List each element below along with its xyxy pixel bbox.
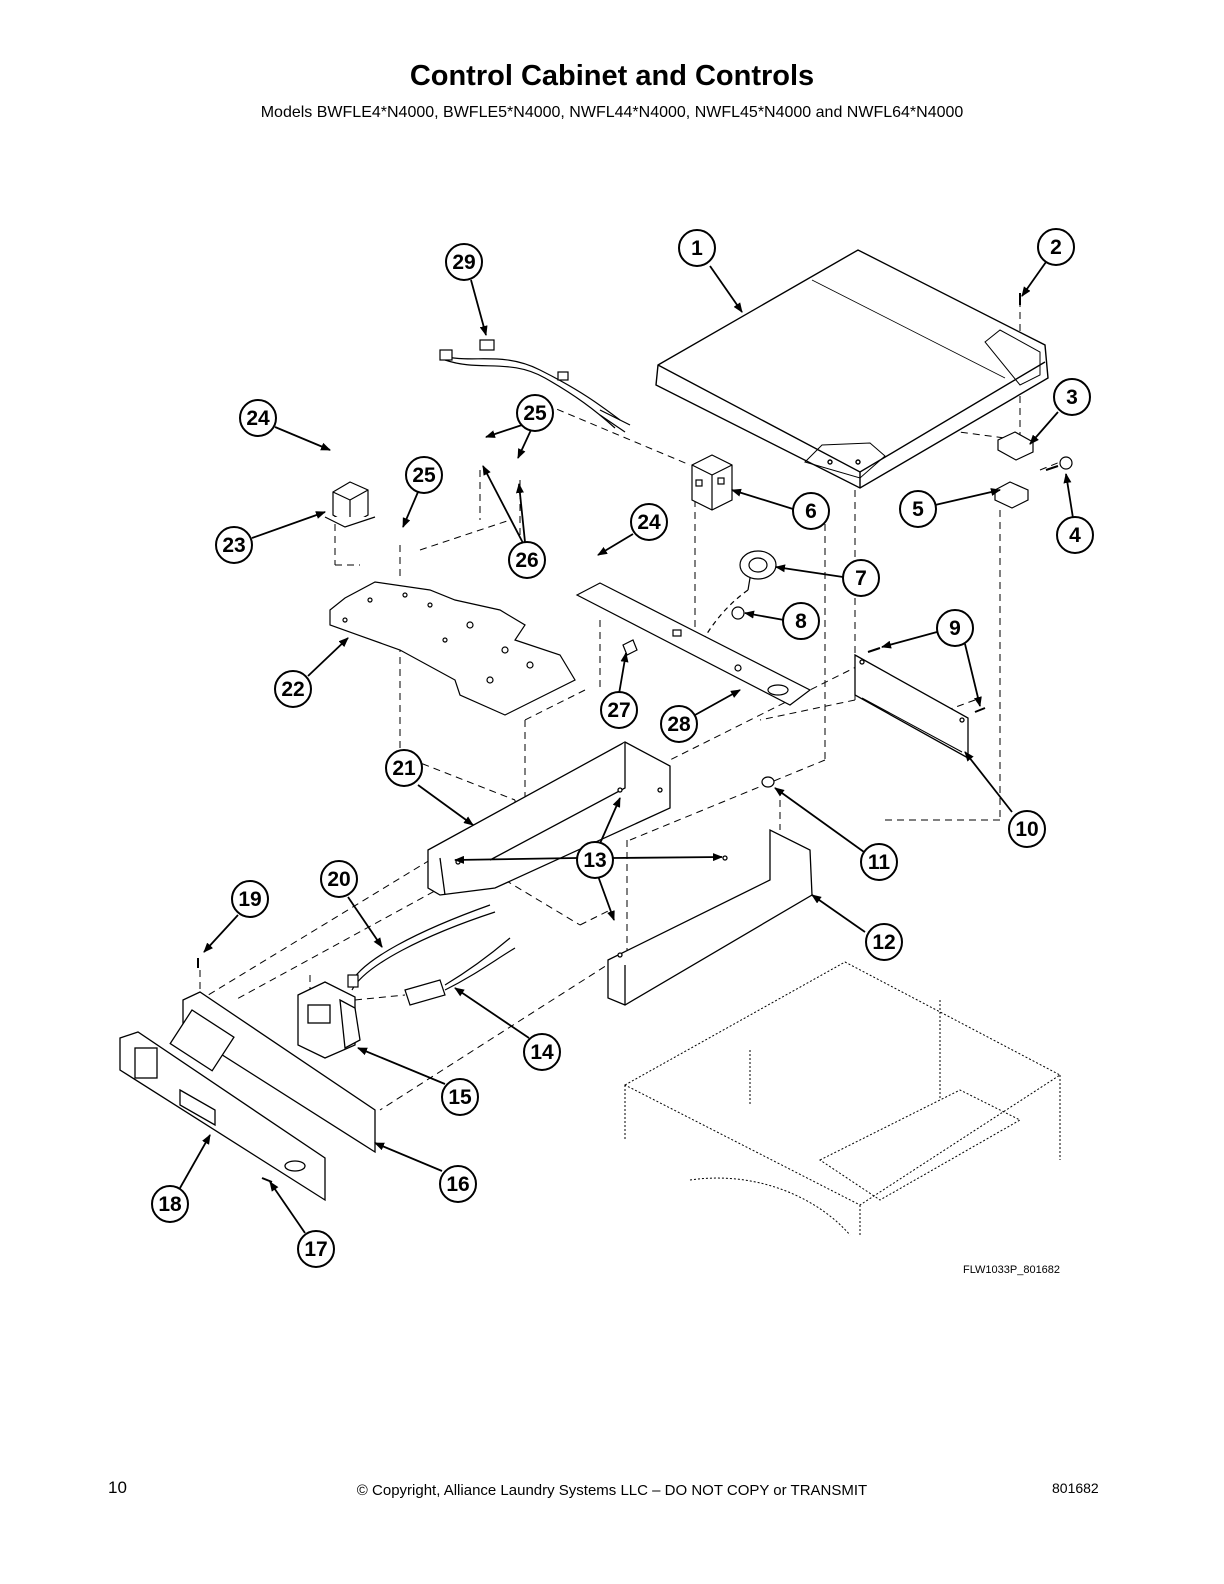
grommet-part [761,776,775,788]
mounting-plate-part [329,581,576,716]
callout-13: 13 [576,841,614,879]
control-bracket-plate-part [575,582,812,706]
callout-24a-label: 24 [246,407,270,430]
callout-1: 1 [678,229,716,267]
control-panel-part [169,991,376,1154]
callout-9: 9 [936,609,974,647]
callout-leader-lines [179,261,1074,1234]
callout-26-label: 26 [515,549,538,572]
callout-19: 19 [231,880,269,918]
contactor-part [691,454,733,511]
callout-23: 23 [215,526,253,564]
callout-6: 6 [792,492,830,530]
callout-5: 5 [899,490,937,528]
callout-16: 16 [439,1165,477,1203]
callout-24a: 24 [239,399,277,437]
callout-13-label: 13 [583,849,606,872]
callout-17: 17 [297,1230,335,1268]
callout-18: 18 [151,1185,189,1223]
callout-14-label: 14 [530,1041,554,1064]
callout-12: 12 [865,923,903,961]
page-number: 10 [108,1478,127,1497]
callout-28-label: 28 [667,713,691,736]
callout-22-label: 22 [281,678,304,701]
callout-21: 21 [385,749,423,787]
washer-cabinet-outline [623,961,1061,1236]
callout-7: 7 [842,559,880,597]
callout-5-label: 5 [912,498,924,521]
document-number: 801682 [1052,1480,1099,1496]
callout-2: 2 [1037,228,1075,266]
callout-25b-label: 25 [412,464,436,487]
callout-10: 10 [1008,810,1046,848]
callout-21-label: 21 [392,757,416,780]
callout-15: 15 [441,1078,479,1116]
callout-3-label: 3 [1066,386,1078,409]
control-overlay-part [119,958,326,1202]
transformer-part [324,481,376,528]
callout-4: 4 [1056,516,1094,554]
callout-12-label: 12 [872,931,895,954]
hardware-parts-right [994,293,1073,509]
callout-23-label: 23 [222,534,245,557]
console-frame-right-part [607,828,813,1006]
callout-11-label: 11 [868,851,891,874]
callout-29: 29 [445,243,483,281]
callout-11: 11 [860,843,898,881]
callout-22: 22 [274,670,312,708]
callout-15-label: 15 [448,1086,472,1109]
callout-17-label: 17 [304,1238,327,1261]
pressure-switch-part [694,550,777,656]
control-board-part [297,981,361,1059]
callout-4-label: 4 [1069,524,1081,547]
side-bracket-part [854,647,986,760]
drawing-id: FLW1033P_801682 [963,1264,1061,1276]
callouts: 1 2 3 4 5 6 7 8 9 10 11 12 13 14 15 16 1… [151,228,1094,1268]
callout-2-label: 2 [1050,236,1062,259]
callout-8: 8 [782,602,820,640]
callout-27: 27 [600,691,638,729]
callout-7-label: 7 [855,567,867,590]
callout-24b: 24 [630,503,668,541]
copyright-notice: © Copyright, Alliance Laundry Systems LL… [356,1482,868,1499]
callout-25a-label: 25 [523,402,547,425]
callout-25b: 25 [405,456,443,494]
callout-29-label: 29 [452,251,475,274]
callout-28: 28 [660,705,698,743]
callout-10-label: 10 [1015,818,1038,841]
page-subtitle: Models BWFLE4*N4000, BWFLE5*N4000, NWFL4… [260,104,964,121]
callout-25a: 25 [516,394,554,432]
wiring-harness-part [439,339,631,433]
callout-14: 14 [523,1033,561,1071]
callout-16-label: 16 [446,1173,469,1196]
sensor-harness-part [347,904,516,1006]
callout-19-label: 19 [238,888,261,911]
callout-24b-label: 24 [637,511,661,534]
callout-20-label: 20 [327,868,350,891]
callout-26: 26 [508,541,546,579]
callout-20: 20 [320,860,358,898]
callout-8-label: 8 [795,610,807,633]
callout-18-label: 18 [158,1193,182,1216]
callout-3: 3 [1053,378,1091,416]
callout-6-label: 6 [805,500,817,523]
callout-27-label: 27 [607,699,630,722]
page-title: Control Cabinet and Controls [409,60,815,92]
callout-1-label: 1 [691,237,703,260]
callout-9-label: 9 [949,617,961,640]
top-cover-part [655,249,1049,489]
